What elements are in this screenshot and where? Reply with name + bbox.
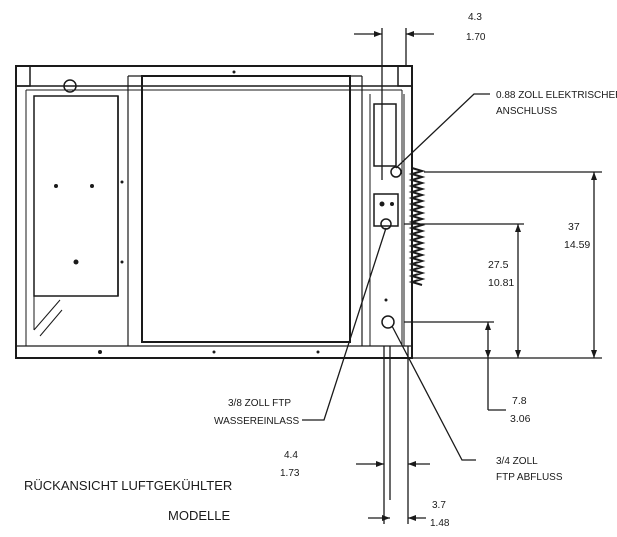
dim-h27-in: 10.81 bbox=[488, 277, 514, 289]
rivet bbox=[379, 201, 385, 207]
leader-electrical bbox=[395, 93, 490, 169]
arrowhead bbox=[408, 515, 416, 521]
arrowhead bbox=[376, 461, 384, 467]
dim-bottom-right-in: 1.48 bbox=[430, 518, 450, 529]
service-box-top bbox=[373, 103, 397, 167]
title-line-2: MODELLE bbox=[168, 508, 230, 523]
arrowhead bbox=[408, 461, 416, 467]
dim-h37-cm: 37 bbox=[568, 221, 580, 233]
cabinet bbox=[15, 65, 413, 359]
rivet bbox=[120, 260, 124, 264]
callout-electrical-2: ANSCHLUSS bbox=[496, 106, 557, 117]
left-panel-brace bbox=[33, 299, 61, 331]
callout-drain-2: FTP ABFLUSS bbox=[496, 472, 563, 483]
callout-electrical-1: 0.88 ZOLL ELEKTRISCHER bbox=[496, 90, 617, 101]
left-panel-brace2 bbox=[39, 309, 63, 337]
rivet bbox=[212, 350, 216, 354]
dim-bottom-right-cm: 3.7 bbox=[432, 500, 446, 511]
rivet bbox=[54, 184, 58, 188]
arrowhead bbox=[406, 31, 414, 37]
arrowhead bbox=[515, 350, 521, 358]
arrowhead bbox=[515, 224, 521, 232]
dim-h27-cm: 27.5 bbox=[488, 259, 509, 271]
dim-top-cm: 4.3 bbox=[468, 12, 482, 23]
arrowhead bbox=[591, 172, 597, 180]
condenser-coil bbox=[408, 167, 426, 286]
left-panel bbox=[33, 95, 119, 337]
connection-ports bbox=[63, 79, 402, 329]
arrowhead bbox=[485, 350, 491, 358]
service-column bbox=[369, 94, 405, 346]
rivet bbox=[90, 184, 94, 188]
dim-bottom-left-cm: 4.4 bbox=[284, 450, 298, 461]
title-line-1: RÜCKANSICHT LUFTGEKÜHLTER bbox=[24, 478, 232, 493]
leader-lines bbox=[302, 93, 490, 461]
center-panel-outline bbox=[141, 75, 351, 343]
service-box-valves bbox=[373, 193, 399, 227]
callout-labels: 0.88 ZOLL ELEKTRISCHER ANSCHLUSS 3/8 ZOL… bbox=[214, 90, 617, 483]
left-panel-outline bbox=[33, 95, 119, 297]
center-panel bbox=[127, 75, 363, 346]
rivet bbox=[390, 202, 394, 206]
leader-drain bbox=[391, 325, 476, 461]
rivet bbox=[232, 70, 236, 74]
rivet bbox=[120, 180, 124, 184]
callout-drain-1: 3/4 ZOLL bbox=[496, 456, 538, 467]
rivet bbox=[73, 259, 79, 265]
corner-tab-left bbox=[15, 65, 31, 87]
electrical-port bbox=[390, 166, 402, 178]
drain-port bbox=[381, 315, 395, 329]
callout-water-inlet-1: 3/8 ZOLL FTP bbox=[228, 398, 291, 409]
dim-h7-in: 3.06 bbox=[510, 413, 531, 425]
dim-h37-in: 14.59 bbox=[564, 239, 590, 251]
water-inlet-port bbox=[380, 218, 392, 230]
dim-bottom-left-in: 1.73 bbox=[280, 468, 300, 479]
corner-tabs bbox=[15, 65, 413, 87]
cabinet-outline bbox=[15, 65, 413, 359]
arrowheads bbox=[374, 31, 597, 521]
callout-water-inlet-2: WASSEREINLASS bbox=[214, 416, 300, 427]
vent-hole bbox=[63, 79, 77, 93]
rivet bbox=[384, 298, 388, 302]
arrowhead bbox=[485, 322, 491, 330]
arrowhead bbox=[374, 31, 382, 37]
rivet bbox=[98, 350, 102, 354]
rivets bbox=[54, 70, 394, 354]
arrowhead bbox=[591, 350, 597, 358]
drawing-title: RÜCKANSICHT LUFTGEKÜHLTER MODELLE bbox=[24, 478, 232, 523]
dim-top-in: 1.70 bbox=[466, 32, 486, 43]
dim-h7-cm: 7.8 bbox=[512, 395, 527, 407]
dimension-lines bbox=[354, 28, 602, 524]
corner-tab-right bbox=[397, 65, 413, 87]
rivet bbox=[316, 350, 320, 354]
leader-water-inlet bbox=[302, 227, 387, 421]
dimension-labels: 4.3 1.70 37 14.59 27.5 10.81 7.8 3.06 4.… bbox=[280, 12, 590, 529]
arrowhead bbox=[382, 515, 390, 521]
